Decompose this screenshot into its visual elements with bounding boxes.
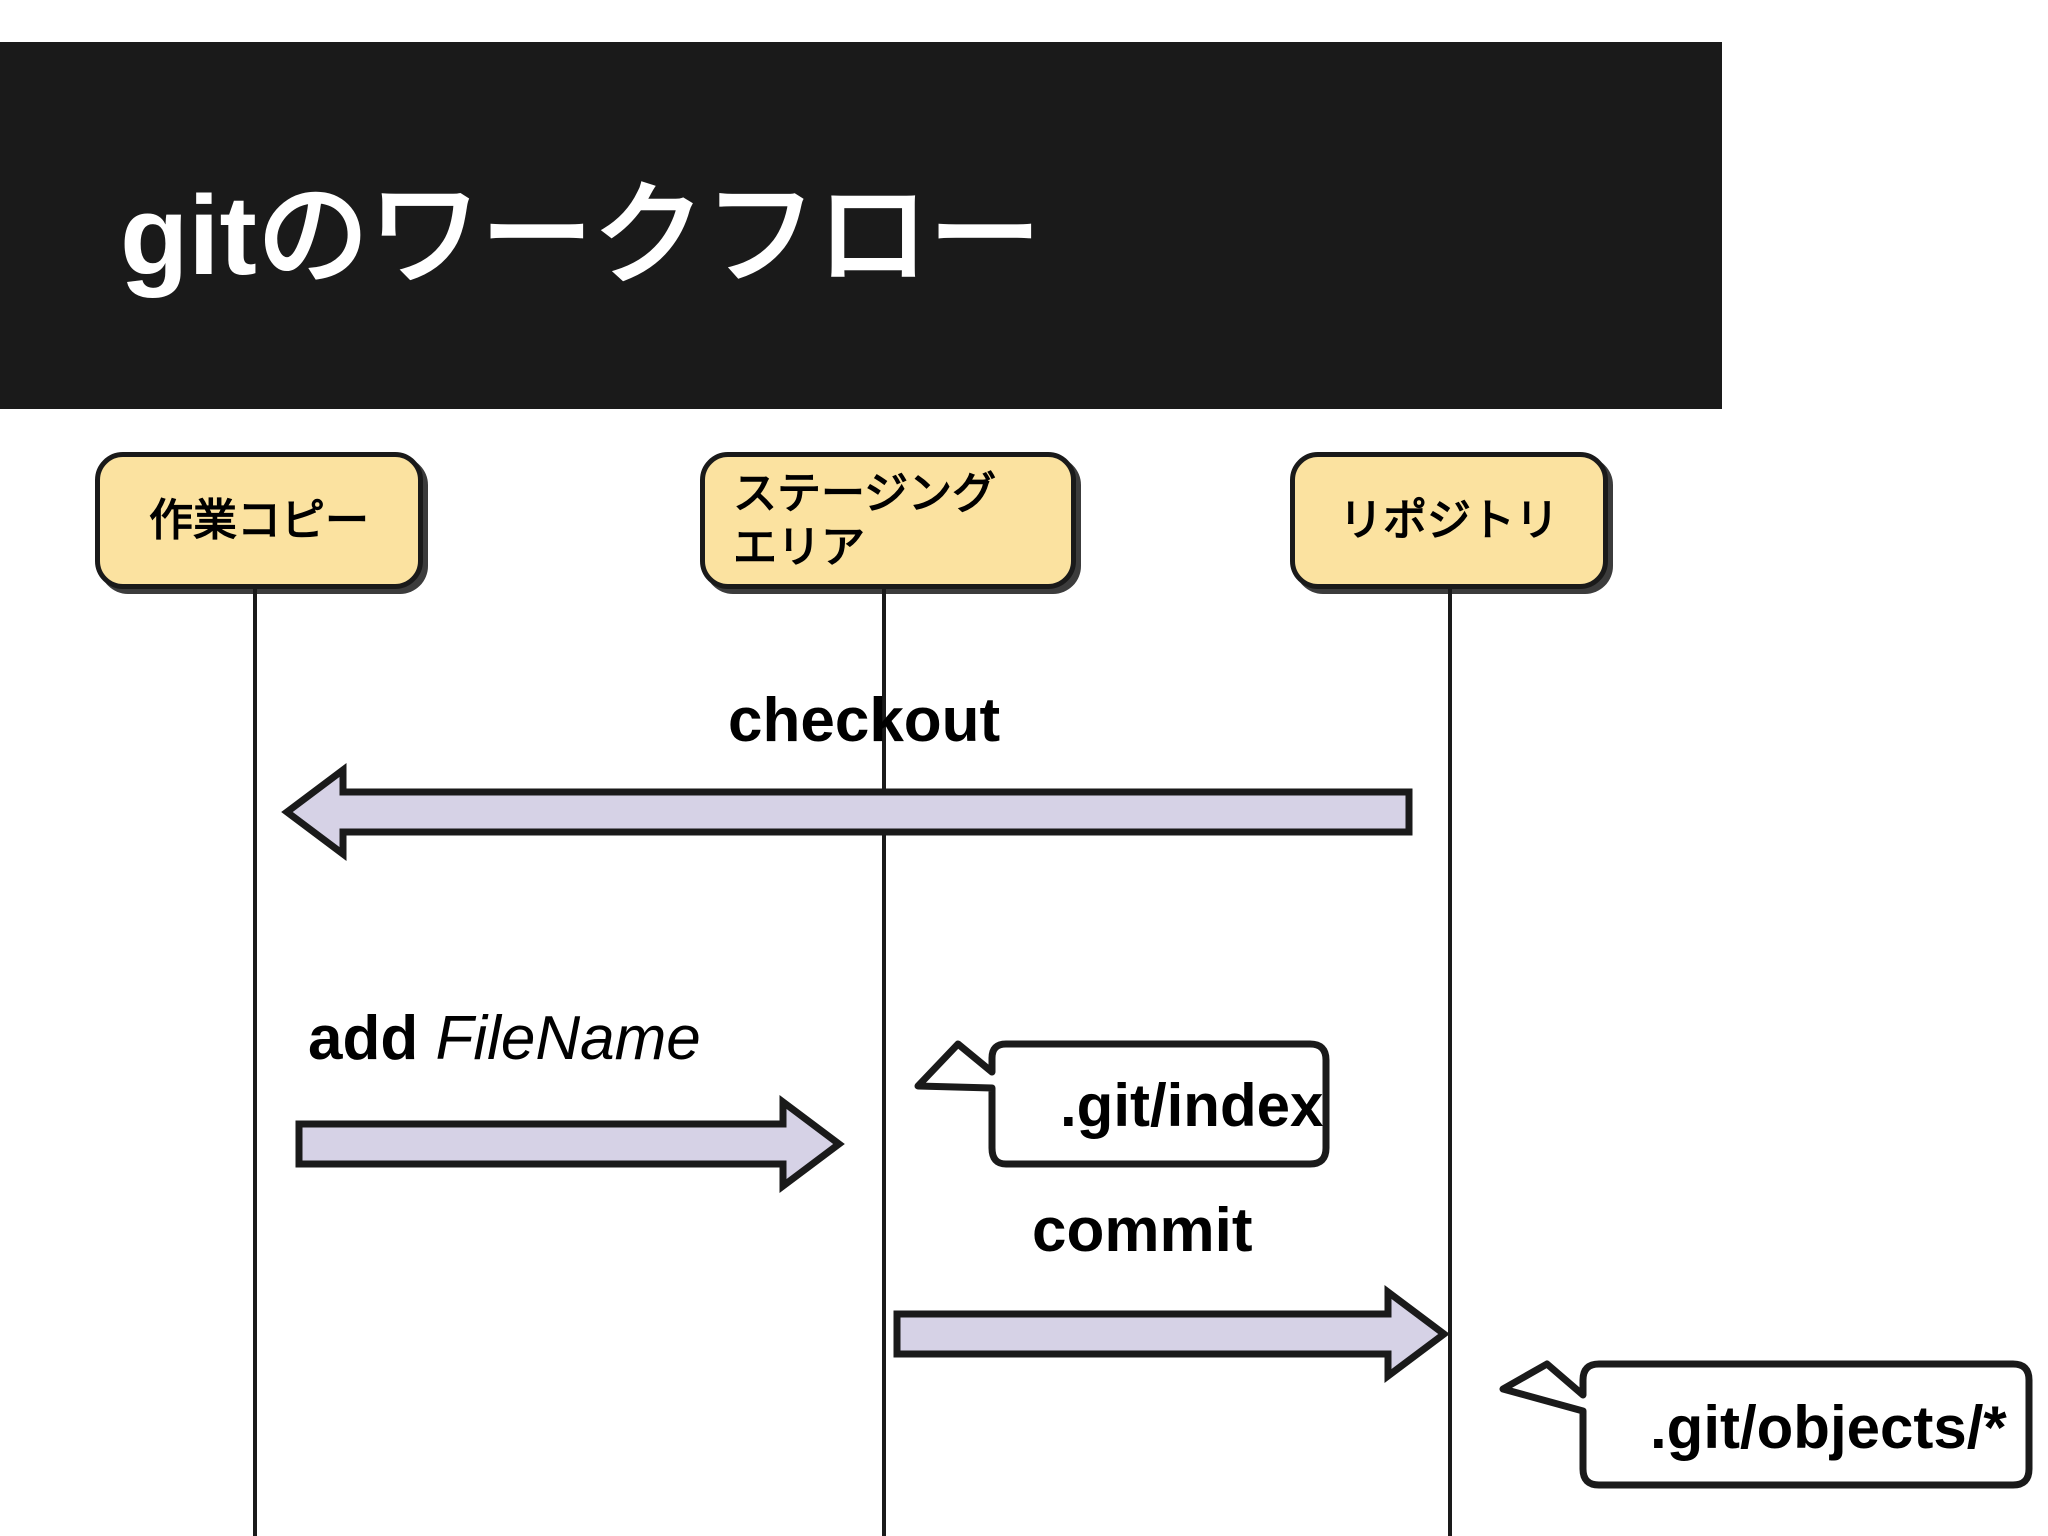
participant-staging-area[interactable]: ステージング エリア	[700, 452, 1076, 589]
participant-label-repository: リポジトリ	[1339, 495, 1559, 545]
message-arrow-add	[295, 1095, 845, 1193]
callout-text-git-index: .git/index	[1060, 1072, 1324, 1139]
message-label-add: add FileName	[308, 1008, 701, 1070]
participant-working-copy[interactable]: 作業コピー	[95, 452, 423, 589]
message-label-add-command: add	[308, 1004, 419, 1073]
message-label-add-argument: FileName	[435, 1004, 701, 1073]
participant-label-working-copy: 作業コピー	[149, 495, 369, 545]
page-title: gitのワークフロー	[120, 173, 1041, 298]
message-label-checkout: checkout	[728, 686, 1001, 755]
participant-label-staging-area: ステージング エリア	[733, 467, 996, 574]
participant-repository[interactable]: リポジトリ	[1290, 452, 1608, 589]
message-arrow-commit	[893, 1285, 1450, 1383]
message-label-commit: commit	[1032, 1196, 1253, 1265]
callout-git-objects: .git/objects/*	[1495, 1355, 2045, 1495]
participant-label-staging-area-line2: エリア	[733, 522, 865, 572]
lifeline-repository	[1448, 585, 1452, 1536]
participant-label-staging-area-line1: ステージング	[733, 468, 997, 518]
callout-git-index: .git/index	[910, 1035, 1340, 1175]
lifeline-working-copy	[253, 585, 257, 1536]
callout-text-git-objects: .git/objects/*	[1650, 1394, 2007, 1461]
message-arrow-checkout	[281, 763, 1413, 861]
title-banner	[0, 42, 1722, 409]
lifeline-staging-area	[882, 585, 886, 1536]
